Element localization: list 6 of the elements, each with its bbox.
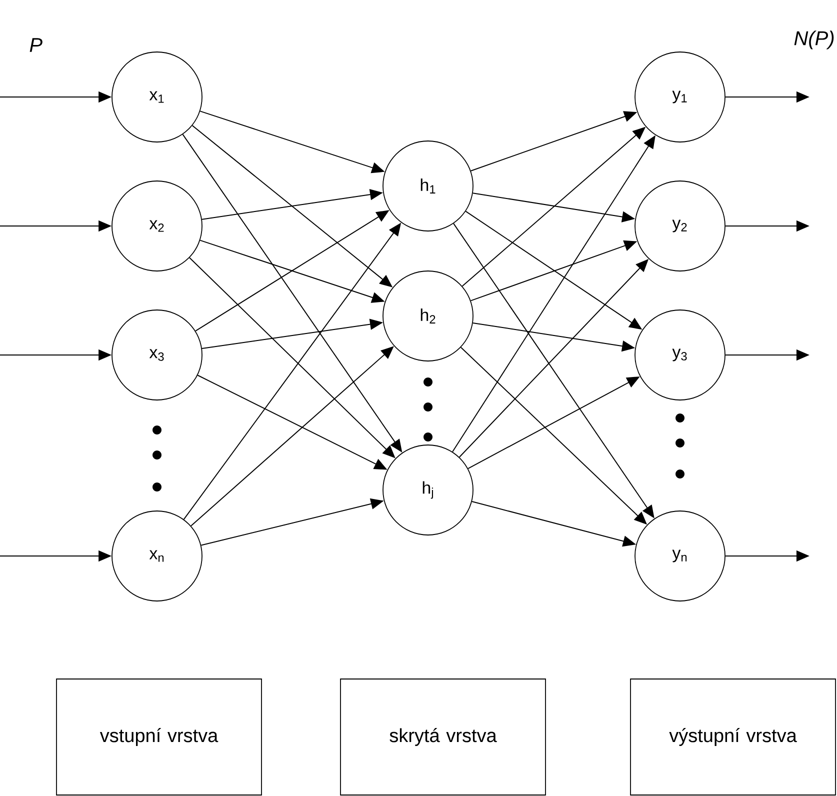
io-label: N(P) [794, 30, 834, 50]
layer-box: vstupní vrstva [56, 678, 262, 796]
io-label: P [30, 38, 42, 52]
layer-box: výstupní vrstva [630, 678, 836, 796]
arrow [190, 346, 394, 526]
layer-box: skrytá vrstva [340, 678, 546, 796]
